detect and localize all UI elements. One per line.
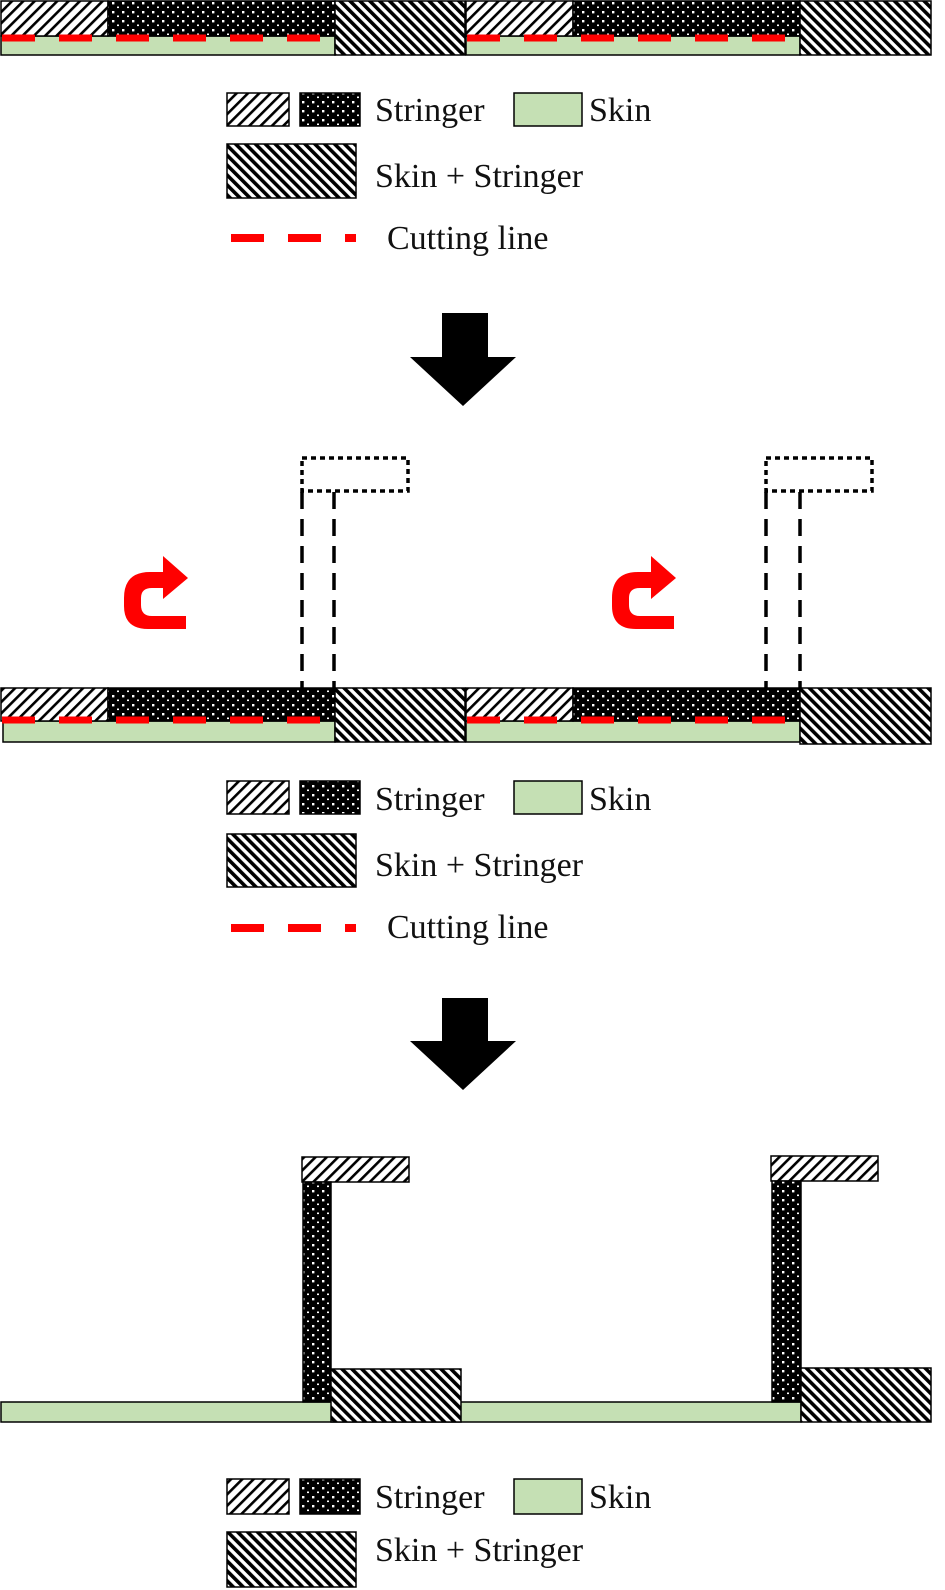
legend-swatch-skin-stringer [226,833,357,888]
legend-swatch-stringer-dots [299,92,361,127]
rotate-clockwise-arrow-icon [612,556,676,629]
stringer-web-region [572,687,801,722]
stringer-flange-region [0,687,109,722]
skin-strip [0,35,336,56]
panel-right [465,687,932,745]
legend-swatch-skin [513,780,583,815]
legend-label-skin-stringer: Skin + Stringer [375,1532,584,1569]
legend-swatch-stringer-hatch [226,1478,290,1515]
legend-swatch-stringer-dots [299,780,361,815]
stage-3-formed-stringers [0,1155,932,1423]
stringer-flange [301,1156,410,1183]
stringer-web-region [107,0,336,37]
panel-right [465,0,932,56]
skin-stringer-region [799,687,932,745]
legend-label-skin: Skin [589,92,651,129]
legend-label-skin: Skin [589,1479,651,1516]
rotate-clockwise-arrow-icon [124,556,188,629]
legend-label-stringer: Stringer [375,92,485,129]
legend-bottom: Stringer Skin Skin + Stringer [226,1478,651,1588]
legend-swatch-skin-stringer [226,1531,357,1588]
stringer-web-region [107,687,336,722]
down-arrow-icon [410,313,516,406]
formed-stringer-right [770,1155,932,1423]
legend-middle: Stringer Skin Skin + Stringer Cutting li… [226,780,651,946]
legend-swatch-skin [513,92,583,127]
formed-stringer-left [301,1156,462,1423]
skin-strip [465,720,801,743]
legend-swatch-stringer-hatch [226,92,290,127]
folded-stringer-outline-left [300,456,410,688]
legend-swatch-stringer-hatch [226,780,290,815]
legend-label-skin: Skin [589,781,651,818]
skin-strip [465,35,801,56]
skin-strip [2,720,336,743]
skin-stringer-region [330,1368,462,1423]
legend-swatch-stringer-dots [299,1478,361,1515]
skin-stringer-region [334,0,466,56]
legend-label-stringer: Stringer [375,1479,485,1516]
legend-label-skin-stringer: Skin + Stringer [375,847,584,884]
legend-label-skin-stringer: Skin + Stringer [375,158,584,195]
stringer-flange [770,1155,879,1182]
skin-stringer-region [799,0,932,56]
legend-swatch-skin [513,1478,583,1515]
folded-stringer-outline-right [764,456,874,688]
skin-stringer-region [800,1367,932,1423]
stringer-web [771,1180,802,1403]
skin-stringer-region [334,687,466,743]
panel-left [0,687,466,743]
stringer-flange-region [465,0,574,37]
stringer-flange-region [0,0,109,37]
stage-1-flat-laminate [0,0,932,56]
stage-2-cut-and-fold [0,456,932,745]
legend-top: Stringer Skin Skin + Stringer Cutting li… [226,92,651,257]
stringer-flange-region [465,687,574,722]
stringer-web-region [572,0,801,37]
legend-label-cutting-line: Cutting line [387,220,549,257]
stringer-web [302,1181,332,1403]
legend-label-cutting-line: Cutting line [387,909,549,946]
down-arrow-icon [410,998,516,1090]
legend-swatch-skin-stringer [226,143,357,199]
legend-label-stringer: Stringer [375,781,485,818]
panel-left [0,0,466,56]
